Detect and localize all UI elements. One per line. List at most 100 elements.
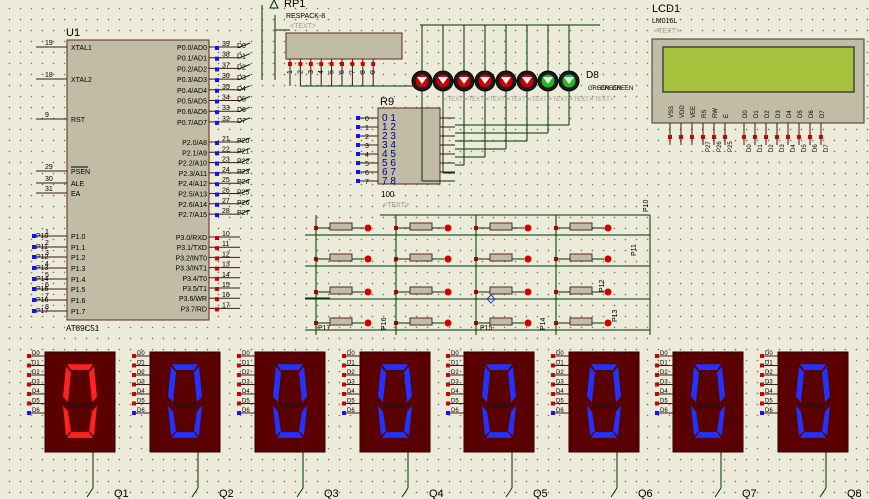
keypad-key[interactable] (394, 222, 452, 232)
display-pin-state (237, 401, 241, 406)
display-pin-label: D2 (660, 370, 668, 376)
u1-pin-number: 14 (222, 272, 230, 279)
rp1-pin-number: 5 (329, 70, 336, 74)
segment-d (591, 432, 617, 438)
key-contact (364, 255, 372, 263)
segment-d (382, 432, 408, 438)
keypad-net-label: P14 (540, 317, 547, 330)
key-contact (604, 288, 612, 296)
keypad-key[interactable] (314, 286, 372, 296)
keypad-key[interactable] (554, 222, 612, 232)
u1-net-label: P27 (237, 210, 250, 217)
u1-pin-number: 2 (45, 240, 49, 247)
u1-pin-state (32, 287, 36, 291)
segment-b (822, 366, 830, 403)
u1-pin-name: P0.2/AD2 (177, 66, 207, 73)
rp1-pin-number: 4 (318, 70, 325, 74)
u1-pin-name: P0.6/AD6 (177, 109, 207, 116)
key-contact (444, 319, 452, 327)
display-pin-state (446, 392, 450, 396)
keypad-key[interactable] (474, 253, 532, 263)
rp1-body (285, 32, 403, 60)
key-contact (604, 319, 612, 327)
keypad-key[interactable] (394, 286, 452, 296)
lcd-pin-name: D7 (820, 110, 826, 118)
u1-net-label: P25 (237, 190, 250, 197)
display-pin-state (760, 401, 764, 406)
lcd-pin-name: VSS (669, 106, 675, 118)
display-pin-state (760, 373, 764, 377)
u1-pin-name: P2.2/A10 (178, 161, 207, 168)
keypad-key[interactable] (394, 253, 452, 263)
display-pin-label: D2 (765, 370, 773, 376)
lcd-net-label: P26 (717, 141, 723, 152)
u1-pin-name: P2.0/A8 (182, 140, 207, 147)
display-pin-state (655, 354, 659, 358)
keypad-key[interactable] (474, 286, 532, 296)
keypad-net-label: P10 (643, 199, 650, 212)
segment-f (796, 366, 804, 403)
display-pin-state (551, 392, 555, 396)
display-pin-state (132, 411, 136, 415)
keypad-key[interactable] (314, 222, 372, 232)
led-color-label: GREEN (588, 86, 609, 92)
lcd-pin-state (764, 135, 768, 139)
display-pin-label: D0 (660, 351, 668, 357)
rp1-pin-state (329, 62, 334, 66)
led-row[interactable]: D8GREENGREENGREEN<TEXT><TEXT><TEXT><TEXT… (411, 24, 633, 182)
display-pin-state (342, 392, 346, 396)
r9-row-label: 5 6 (382, 158, 396, 169)
u1-net-label: P20 (237, 138, 250, 145)
key-contact (604, 255, 612, 263)
u1-pin-number: 35 (222, 84, 230, 91)
lcd-pin-state (797, 135, 801, 139)
u1-pin-number: 32 (222, 116, 230, 123)
led-color-label: GREEN (600, 86, 621, 92)
u1-pin-number: 18 (45, 72, 53, 79)
keypad-key[interactable] (554, 317, 612, 327)
u1-pin-number: 4 (45, 261, 49, 268)
keypad-key[interactable] (314, 253, 372, 263)
key-contact (364, 288, 372, 296)
lcd-pin-name: VDD (680, 105, 686, 118)
u1-pin-name: P3.0/RXD (176, 235, 207, 242)
lcd-pin-state (701, 135, 705, 139)
display-pin-state (132, 354, 136, 358)
keypad-key[interactable] (394, 317, 452, 327)
u1-p1-net-label: P14 (36, 276, 49, 283)
keypad-key[interactable] (474, 222, 532, 232)
key-body (489, 253, 513, 262)
display-pin-state (551, 363, 555, 368)
lcd-pin-state (775, 135, 779, 139)
seven-segment-row[interactable]: D0D1D2D3D4D5D6Q1D0D1D2D3D4D5D6Q2D0D1D2D3… (27, 351, 862, 499)
key-body (569, 317, 593, 326)
key-body (569, 253, 593, 262)
display-pin-label: D5 (556, 399, 564, 405)
display-pin-state (655, 382, 659, 387)
segment-c (404, 405, 412, 436)
led-text-placeholder: <TEXT> (570, 97, 593, 103)
display-pin-label: D5 (660, 399, 668, 405)
u1-pin-number: 38 (222, 52, 230, 59)
u1-pin-state (215, 307, 219, 312)
u1-microcontroller[interactable]: U1AT89C5119XTAL118XTAL29RST29PSEN30ALE31… (32, 5, 276, 333)
u1-net-label: P21 (237, 148, 250, 155)
u1-pin-name: PSEN (71, 169, 90, 176)
u1-pin-name: P1.6 (71, 298, 86, 305)
display-common-wire (505, 487, 513, 498)
keypad-key[interactable] (554, 253, 612, 263)
display-pin-state (27, 392, 31, 396)
